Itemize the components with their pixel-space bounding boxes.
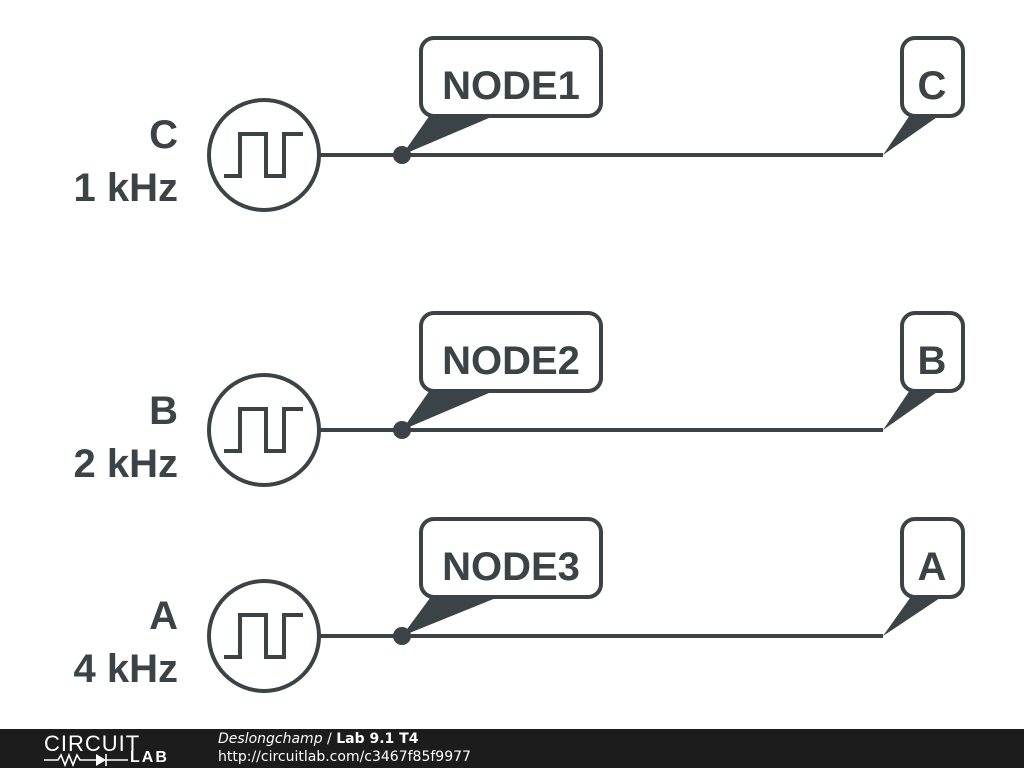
callout-pointer [883,390,940,430]
separator: / [322,731,337,747]
source-frequency-label: 2 kHz [74,442,179,486]
author-link[interactable]: Deslongchamp [218,731,323,747]
circuit-row-3: A 4 kHz NODE3 A [74,517,965,693]
net-label-flag-right[interactable]: C [883,36,965,155]
source-name-label: B [149,389,178,433]
net-label-text: C [918,64,947,108]
circuit-url-link[interactable]: http://circuitlab.com/c3467f85f9977 [218,749,471,765]
circuitlab-logo-mark: LAB [44,749,176,767]
net-label-text: NODE2 [442,339,580,383]
circuit-row-1: C 1 kHz NODE1 C [74,36,965,212]
source-name-label: A [149,594,178,638]
net-label-text: NODE1 [442,64,580,108]
resistor-diode-icon [44,752,128,767]
callout-pointer [883,115,940,155]
circuitlab-logo-text: CIRCUIT [44,731,141,756]
source-frequency-label: 4 kHz [74,647,179,691]
footer-attribution: Deslongchamp / Lab 9.1 T4 [218,731,418,747]
net-label-text: NODE3 [442,545,580,589]
square-wave-source[interactable] [207,579,321,693]
circuit-row-2: B 2 kHz NODE2 B [74,311,965,487]
footer-bar: CIRCUIT LAB Deslongchamp / Lab 9.1 T4 ht… [0,729,1024,768]
net-label-flag-right[interactable]: A [883,517,965,636]
callout-pointer [883,598,940,636]
net-label-flag-left[interactable]: NODE2 [402,311,603,430]
callout-pointer [402,115,496,155]
square-wave-source[interactable] [207,98,321,212]
square-wave-source[interactable] [207,373,321,487]
callout-pointer [402,598,496,636]
circuitlab-logo-lab: LAB [130,749,169,766]
net-label-text: B [918,339,947,383]
callout-pointer [402,390,496,430]
net-label-flag-right[interactable]: B [883,311,965,430]
source-name-label: C [149,113,178,157]
net-label-text: A [918,545,947,589]
net-label-flag-left[interactable]: NODE3 [402,517,603,636]
net-label-flag-left[interactable]: NODE1 [402,36,603,155]
source-frequency-label: 1 kHz [74,166,179,210]
circuit-title: Lab 9.1 T4 [336,731,419,747]
